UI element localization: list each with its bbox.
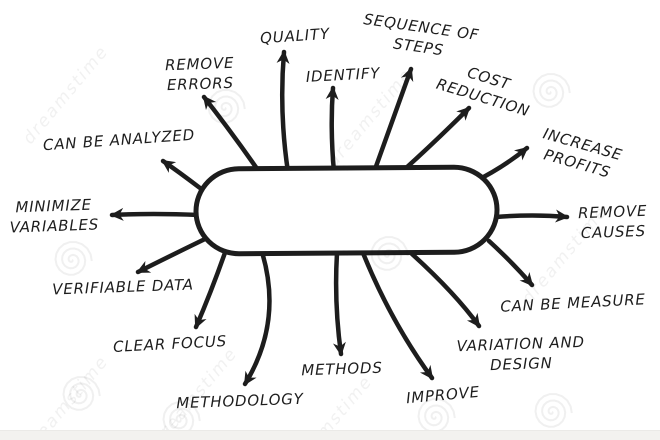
arrow-methodology: [242, 249, 272, 387]
arrow-minimize-variables: [109, 207, 202, 221]
center-shape: [193, 164, 500, 257]
watermark-spiral-icon: [417, 398, 456, 433]
watermark-spirals: [54, 73, 573, 436]
arrow-improve: [360, 250, 435, 381]
watermark-spiral-icon: [54, 241, 93, 276]
arrow-sequence-of-steps: [371, 66, 414, 175]
arrow-methods: [332, 250, 346, 357]
arrow-can-be-analyzed: [160, 158, 203, 191]
watermark-spiral-icon: [207, 89, 246, 124]
watermark-spiral-icon: [62, 376, 101, 411]
watermark-spiral-icon: [370, 236, 409, 271]
bottom-strip: [0, 430, 660, 440]
arrow-quality: [276, 49, 291, 175]
arrow-variation-and-design: [409, 251, 482, 329]
arrow-remove-causes: [493, 209, 570, 223]
watermark-spiral-icon: [162, 401, 201, 436]
arrow-verifiable-data: [135, 236, 208, 275]
arrow-cost-reduction: [403, 105, 472, 171]
arrow-identify: [325, 85, 339, 175]
arrow-clear-focus: [193, 244, 230, 330]
watermark-spiral-icon: [532, 73, 571, 108]
watermark-spiral-icon: [534, 393, 573, 428]
arrow-can-be-measure: [486, 238, 535, 288]
